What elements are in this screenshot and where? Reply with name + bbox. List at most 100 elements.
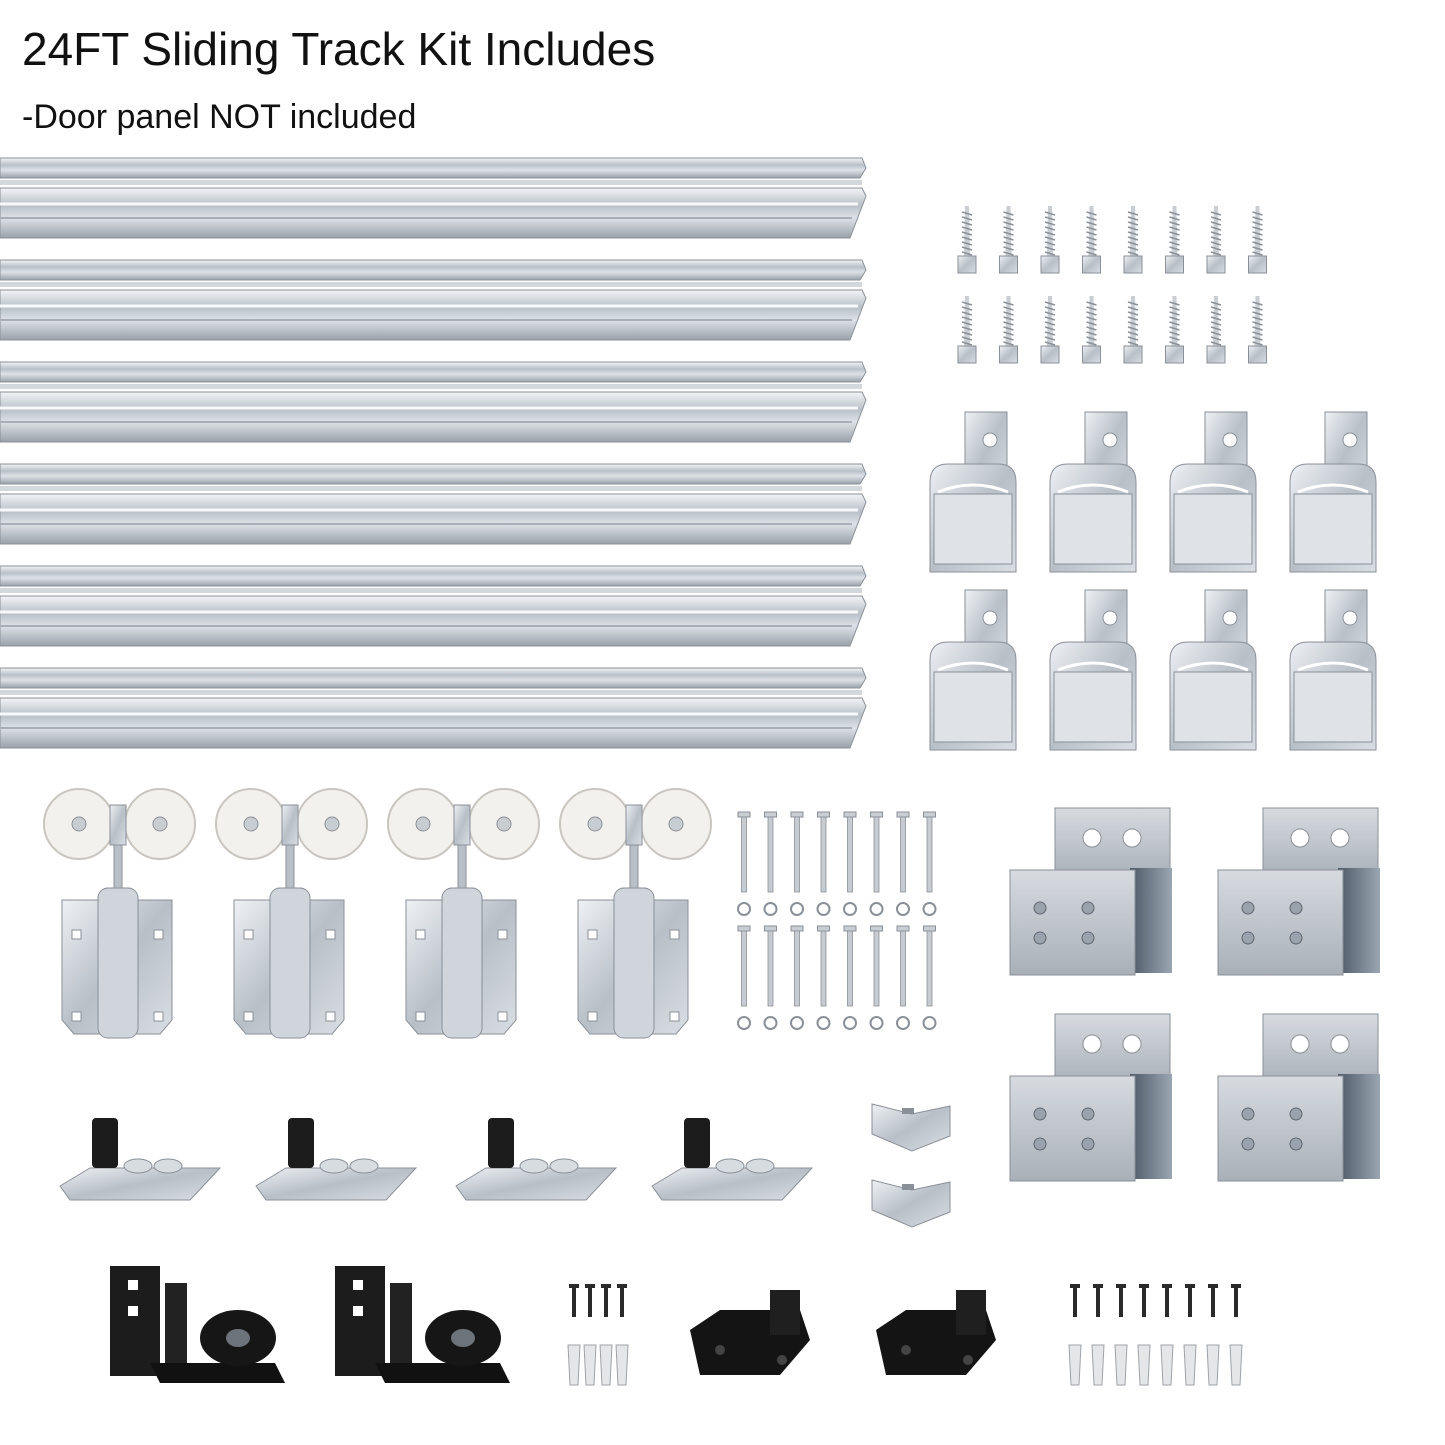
floor-guide-screw-set-b xyxy=(1068,1284,1243,1386)
lag-screw-icon xyxy=(1165,296,1184,364)
screw-anchor-icon xyxy=(1068,1344,1082,1386)
lag-screw-icon xyxy=(1040,296,1060,364)
floor-guide-icon xyxy=(335,1266,510,1383)
screw-anchor-icon xyxy=(1208,1284,1218,1317)
bolt-icon xyxy=(790,925,804,1030)
screw-anchor-icon xyxy=(1160,1344,1174,1386)
screw-anchor-icon xyxy=(601,1284,611,1317)
stopper-icon xyxy=(651,1118,814,1201)
screw-anchor-icon xyxy=(1231,1284,1241,1317)
page-subtitle: -Door panel NOT included xyxy=(22,98,417,136)
rail-icon xyxy=(0,157,867,239)
bolt-icon xyxy=(922,925,937,1030)
screw-anchor-icon xyxy=(599,1344,613,1386)
u-guide-icon xyxy=(876,1290,996,1375)
track-hangers xyxy=(929,411,1377,751)
screw-anchor-icon xyxy=(617,1284,627,1317)
bolt-icon xyxy=(737,811,751,916)
screw-anchor-icon xyxy=(1116,1284,1126,1317)
roller-icon xyxy=(215,788,368,1039)
hanger-bracket-icon xyxy=(1049,411,1137,573)
screw-anchor-icon xyxy=(567,1344,581,1386)
lag-screw-icon xyxy=(1248,206,1267,274)
roller-icon xyxy=(43,788,196,1039)
roller-icon xyxy=(387,788,540,1039)
bolt-icon xyxy=(843,925,857,1030)
lag-screw-icon xyxy=(999,296,1018,364)
screw-anchor-icon xyxy=(1091,1344,1105,1386)
screw-anchor-icon xyxy=(1139,1284,1149,1317)
screw-anchor-icon xyxy=(1114,1344,1128,1386)
floor-guide-icon xyxy=(110,1266,285,1383)
screw-anchor-icon xyxy=(1070,1284,1080,1317)
lag-screw-icon xyxy=(1165,206,1184,274)
bolt-icon xyxy=(896,811,910,916)
roller-icon xyxy=(559,788,712,1039)
lag-screw-icon xyxy=(1040,206,1060,274)
door-stoppers xyxy=(59,1118,814,1201)
lag-screw-icon xyxy=(957,296,977,364)
hanger-bracket-icon xyxy=(1169,411,1257,573)
screw-anchor-icon xyxy=(1162,1284,1172,1317)
bolt-icon xyxy=(816,925,831,1030)
bolt-icon xyxy=(869,811,884,916)
screw-anchor-icon xyxy=(1137,1344,1151,1386)
end-cap-icon xyxy=(1009,807,1172,976)
floor-guide-screw-set-a xyxy=(567,1284,629,1386)
lag-screw-icon xyxy=(1082,206,1101,274)
screw-anchor-icon xyxy=(583,1344,597,1386)
hanger-bracket-icon xyxy=(1289,411,1377,573)
black-floor-guides xyxy=(690,1290,996,1375)
end-cap-icon xyxy=(1217,807,1380,976)
track-rails xyxy=(0,157,867,749)
lag-screw-icon xyxy=(1206,296,1226,364)
bolt-icon xyxy=(896,925,910,1030)
screw-anchor-icon xyxy=(569,1284,579,1317)
bolt-icon xyxy=(816,811,831,916)
rail-icon xyxy=(0,259,867,341)
lag-screw-icon xyxy=(1123,296,1143,364)
screw-anchor-icon xyxy=(1093,1284,1103,1317)
hanger-bracket-icon xyxy=(1049,589,1137,751)
hanger-bracket-icon xyxy=(1289,589,1377,751)
bolt-icon xyxy=(737,925,751,1030)
end-cap-icon xyxy=(1009,1013,1172,1182)
bolts-with-nuts xyxy=(737,811,937,1030)
rail-icon xyxy=(0,463,867,545)
clip-icon xyxy=(871,1179,951,1228)
u-guide-icon xyxy=(690,1290,810,1375)
hanger-bracket-icon xyxy=(929,589,1017,751)
roller-trolleys xyxy=(43,788,712,1039)
screw-anchor-icon xyxy=(1185,1284,1195,1317)
bolt-icon xyxy=(922,811,937,916)
floor-guides xyxy=(110,1266,510,1383)
stopper-icon xyxy=(455,1118,618,1201)
page-title: 24FT Sliding Track Kit Includes xyxy=(22,23,656,75)
lag-screw-icon xyxy=(1248,296,1267,364)
lag-screw-icon xyxy=(957,206,977,274)
screw-anchor-icon xyxy=(1206,1344,1220,1386)
lag-screw-icon xyxy=(1082,296,1101,364)
stopper-icon xyxy=(59,1118,222,1201)
hanger-bracket-icon xyxy=(1169,589,1257,751)
bolt-icon xyxy=(763,925,778,1030)
lag-screw-icon xyxy=(999,206,1018,274)
screw-anchor-icon xyxy=(1229,1344,1243,1386)
screw-anchor-icon xyxy=(1183,1344,1197,1386)
bolt-icon xyxy=(763,811,778,916)
end-caps xyxy=(1009,807,1380,1182)
rail-icon xyxy=(0,361,867,443)
rail-icon xyxy=(0,667,867,749)
bolt-icon xyxy=(790,811,804,916)
small-clips xyxy=(871,1103,951,1228)
lag-screw-icon xyxy=(1123,206,1143,274)
bolt-icon xyxy=(843,811,857,916)
clip-icon xyxy=(871,1103,951,1152)
rail-icon xyxy=(0,565,867,647)
screw-anchor-icon xyxy=(585,1284,595,1317)
end-cap-icon xyxy=(1217,1013,1380,1182)
lag-screws xyxy=(957,206,1267,364)
stopper-icon xyxy=(255,1118,418,1201)
lag-screw-icon xyxy=(1206,206,1226,274)
